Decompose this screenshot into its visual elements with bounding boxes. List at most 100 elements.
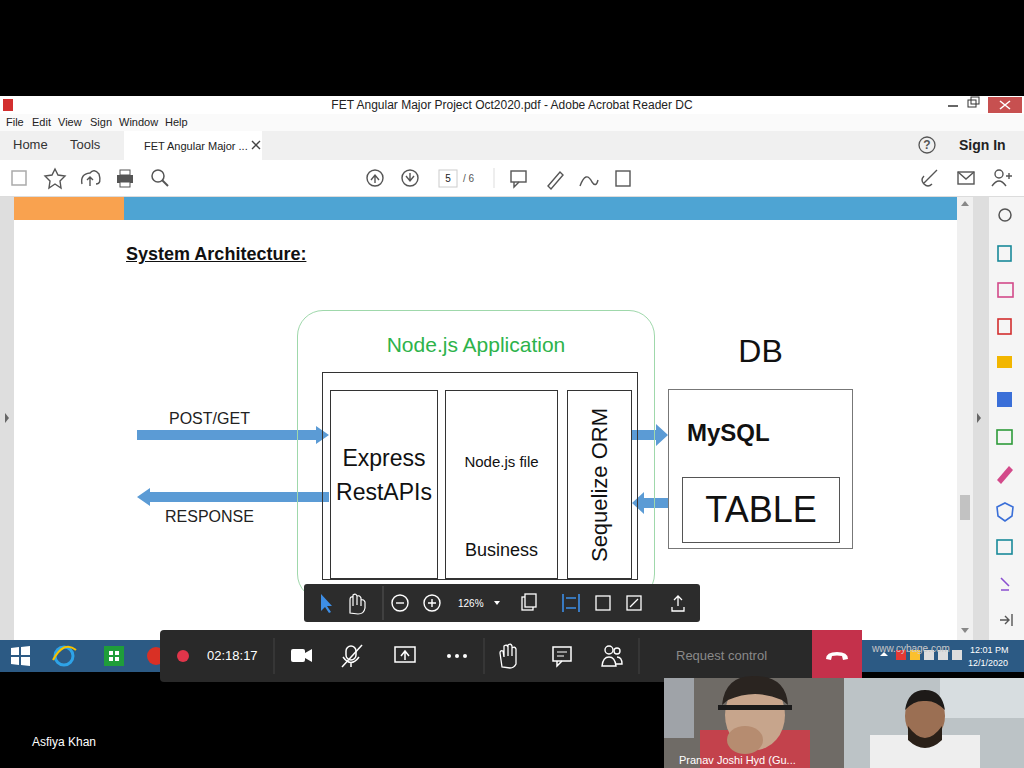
toolbar-part	[120, 182, 130, 187]
document-area-part	[960, 495, 970, 520]
taskbar-part	[109, 657, 113, 661]
node-label: TABLE	[683, 486, 839, 534]
meeting-control-bar-part	[605, 646, 613, 654]
video-tile-part	[844, 678, 1024, 768]
document-area-part	[961, 201, 969, 206]
pdf-floating-toolbar-part	[350, 594, 365, 614]
call-timer: 02:18:17	[207, 648, 258, 664]
title-bar-part	[0, 96, 1024, 114]
request-arrow	[137, 426, 329, 444]
document-area-part	[998, 283, 1013, 297]
title-bar-part	[988, 97, 1022, 113]
document-area-part	[0, 197, 1024, 640]
menu-bar	[0, 114, 1024, 131]
meeting-control-bar-part	[614, 648, 620, 654]
response-label: RESPONSE	[165, 507, 254, 527]
meeting-control-bar-part	[343, 657, 359, 667]
video-tile-part	[718, 705, 792, 710]
page-number: 5	[445, 172, 451, 185]
participant-name: Pranav Joshi Hyd (Gu...	[679, 753, 796, 767]
meeting-control-bar-part	[395, 647, 415, 662]
toolbar-part	[367, 170, 383, 186]
video-tile-part	[727, 726, 763, 754]
orm-box: Sequelize ORM	[567, 390, 632, 579]
tab-bar-part	[919, 137, 935, 153]
sign-in-button: Sign In	[959, 136, 1006, 154]
toolbar-part	[511, 171, 526, 182]
pdf-floating-toolbar-part	[563, 594, 579, 612]
document-area-part	[997, 466, 1013, 484]
toolbar-part	[45, 169, 65, 188]
meeting-control-bar-part	[557, 661, 562, 666]
menu-item: View	[58, 115, 82, 129]
pdf-floating-toolbar-part	[383, 586, 384, 620]
node-label: Node.js Application	[298, 330, 654, 360]
response-arrow-part	[137, 488, 329, 506]
diagram-title: System Architecture:	[126, 243, 306, 265]
document-tab: FET Angular Major ...	[144, 139, 248, 153]
toolbar-part	[82, 171, 100, 186]
taskbar-part	[53, 647, 76, 660]
table-box: TABLE	[682, 477, 840, 543]
taskbar-part	[11, 646, 30, 666]
toolbar-part	[494, 168, 495, 188]
title-bar	[0, 96, 1024, 114]
application-container: Node.js ApplicationExpress RestAPIsNode.…	[297, 310, 655, 600]
node-sublabel: MySQL	[687, 418, 770, 448]
meeting-control-bar-part	[305, 649, 312, 662]
title-bar-part	[971, 97, 979, 104]
meeting-control-bar-part	[455, 654, 459, 658]
video-tile-part	[664, 678, 1024, 768]
tab-tools: Tools	[70, 137, 100, 153]
pdf-floating-toolbar-part	[396, 602, 404, 603]
document-area-part	[998, 319, 1011, 334]
clock-time: 12:01 PM	[970, 645, 1009, 656]
toolbar-part	[616, 171, 630, 186]
request-label: POST/GET	[169, 409, 250, 429]
toolbar-part	[514, 182, 519, 187]
pdf-floating-toolbar-part	[672, 596, 684, 611]
node-label: Sequelize ORM	[587, 407, 613, 561]
tab-bar-part	[252, 141, 260, 149]
node-label: Express RestAPIs	[334, 441, 434, 509]
document-area-part	[997, 540, 1012, 554]
pdf-floating-toolbar-part	[304, 584, 700, 622]
toolbar	[0, 160, 1024, 197]
document-area-part	[14, 197, 957, 640]
tab-bar	[0, 131, 1024, 160]
business-box: Node.js fileBusiness	[445, 390, 558, 579]
taskbar-part	[115, 657, 119, 661]
meeting-control-bar-part	[484, 638, 485, 674]
menu-item: Window	[119, 115, 158, 129]
video-tile-part	[722, 676, 788, 705]
taskbar-part	[109, 651, 113, 655]
meeting-control-bar-part	[160, 630, 862, 682]
document-area-part	[977, 413, 981, 423]
document-area-part	[997, 503, 1013, 521]
document-area-part	[957, 197, 973, 640]
video-tile-part	[905, 690, 945, 710]
tab-bar-part	[0, 131, 1024, 160]
document-area-part	[124, 197, 957, 220]
menu-item: Sign	[90, 115, 112, 129]
toolbar-part	[958, 172, 974, 179]
toolbar-part	[162, 180, 168, 186]
document-area-part	[997, 430, 1012, 444]
document-area-part	[997, 392, 1012, 407]
meeting-control-bar-part	[274, 638, 275, 674]
meeting-control-bar-part	[177, 650, 189, 662]
meeting-control-bar-part	[812, 630, 862, 682]
video-tile-part	[940, 678, 1024, 718]
document-area-part	[14, 197, 124, 220]
toolbar-part	[439, 170, 457, 187]
document-area-part	[999, 209, 1011, 221]
document-area-part	[997, 356, 1012, 368]
meeting-control-bar-part	[463, 654, 467, 658]
video-tile-part	[664, 678, 694, 738]
pdf-floating-toolbar-part	[424, 595, 440, 611]
pdf-floating-toolbar-part	[392, 595, 408, 611]
meeting-control-bar-part	[553, 647, 571, 661]
toolbar-part	[580, 177, 598, 186]
document-area-part	[5, 413, 9, 423]
